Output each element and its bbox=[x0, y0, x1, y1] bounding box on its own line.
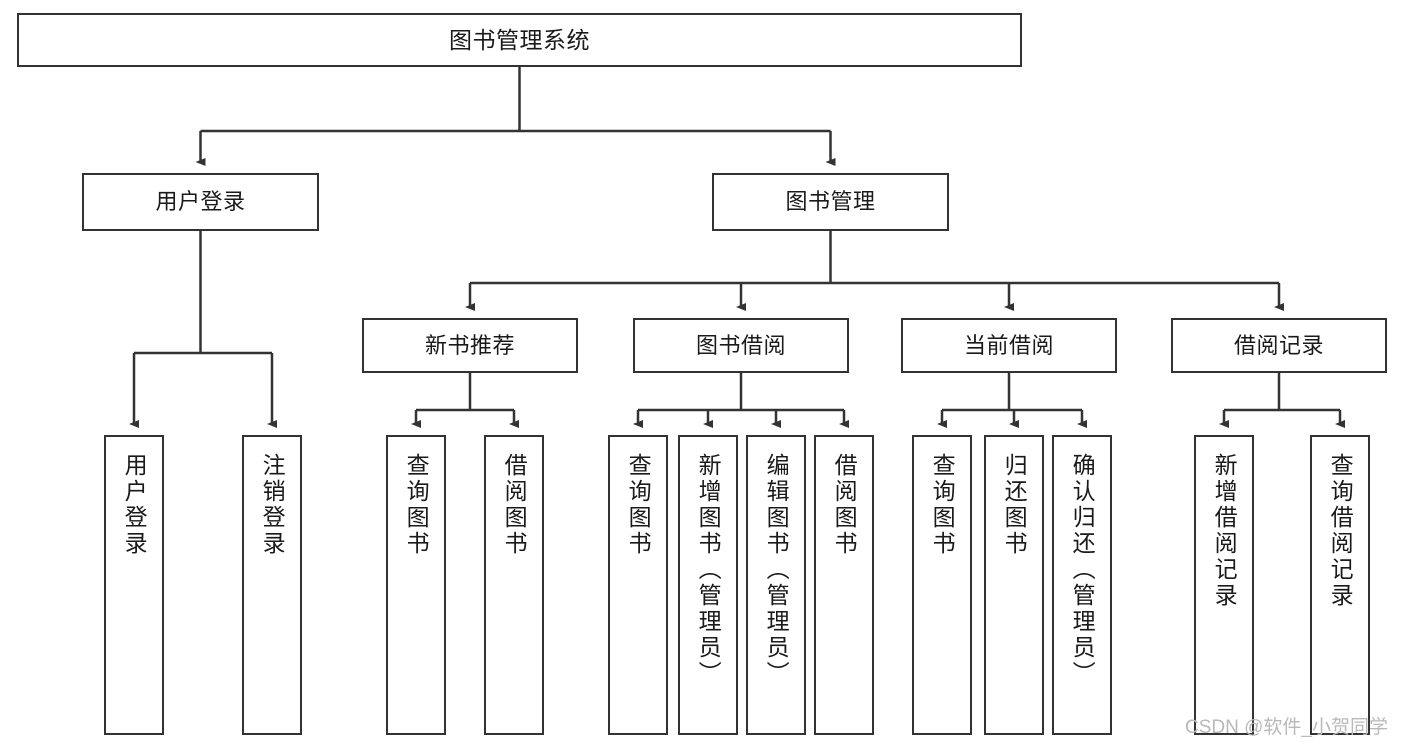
leaf-query-book-2-label: 查询图书 bbox=[625, 453, 652, 557]
leaf-borrow-book-1-label: 借阅图书 bbox=[501, 453, 528, 557]
leaf-edit-book-label: 编辑图书（管理员） bbox=[763, 453, 790, 687]
leaf-add-book[interactable]: 新增图书（管理员） bbox=[678, 435, 738, 735]
leaf-query-book-3-label: 查询图书 bbox=[929, 453, 956, 557]
node-current-borrow-label: 当前借阅 bbox=[963, 332, 1054, 358]
leaf-query-book-1[interactable]: 查询图书 bbox=[386, 435, 446, 735]
leaf-edit-book[interactable]: 编辑图书（管理员） bbox=[746, 435, 806, 735]
node-current-borrow[interactable]: 当前借阅 bbox=[901, 318, 1117, 373]
leaf-add-record-label: 新增借阅记录 bbox=[1211, 453, 1238, 609]
node-new-book-recommend-label: 新书推荐 bbox=[424, 332, 515, 358]
leaf-return-book[interactable]: 归还图书 bbox=[984, 435, 1044, 735]
node-root-label: 图书管理系统 bbox=[449, 26, 590, 53]
leaf-logout[interactable]: 注销登录 bbox=[242, 435, 302, 735]
leaf-borrow-book-2-label: 借阅图书 bbox=[831, 453, 858, 557]
node-root[interactable]: 图书管理系统 bbox=[17, 13, 1022, 67]
leaf-query-book-3[interactable]: 查询图书 bbox=[912, 435, 972, 735]
leaf-borrow-book-1[interactable]: 借阅图书 bbox=[484, 435, 544, 735]
node-borrow-record-label: 借阅记录 bbox=[1233, 332, 1324, 358]
leaf-borrow-book-2[interactable]: 借阅图书 bbox=[814, 435, 874, 735]
leaf-user-login-label: 用户登录 bbox=[121, 453, 148, 557]
node-book-manage-label: 图书管理 bbox=[785, 189, 876, 215]
node-book-borrow-label: 图书借阅 bbox=[695, 332, 786, 358]
leaf-add-book-label: 新增图书（管理员） bbox=[695, 453, 722, 687]
node-user-login-label: 用户登录 bbox=[155, 189, 246, 215]
leaf-query-record-label: 查询借阅记录 bbox=[1327, 453, 1354, 609]
leaf-add-record[interactable]: 新增借阅记录 bbox=[1194, 435, 1254, 735]
node-book-borrow[interactable]: 图书借阅 bbox=[633, 318, 849, 373]
node-new-book-recommend[interactable]: 新书推荐 bbox=[362, 318, 578, 373]
leaf-confirm-return-label: 确认归还（管理员） bbox=[1069, 453, 1096, 687]
leaf-logout-label: 注销登录 bbox=[259, 453, 286, 557]
leaf-query-book-1-label: 查询图书 bbox=[403, 453, 430, 557]
leaf-query-record[interactable]: 查询借阅记录 bbox=[1310, 435, 1370, 735]
leaf-query-book-2[interactable]: 查询图书 bbox=[608, 435, 668, 735]
node-user-login[interactable]: 用户登录 bbox=[82, 173, 319, 231]
leaf-user-login[interactable]: 用户登录 bbox=[104, 435, 164, 735]
node-borrow-record[interactable]: 借阅记录 bbox=[1171, 318, 1387, 373]
node-book-manage[interactable]: 图书管理 bbox=[712, 173, 949, 231]
leaf-return-book-label: 归还图书 bbox=[1001, 453, 1028, 557]
csdn-watermark: CSDN @软件_小贺同学 bbox=[1185, 717, 1388, 738]
leaf-confirm-return[interactable]: 确认归还（管理员） bbox=[1052, 435, 1112, 735]
